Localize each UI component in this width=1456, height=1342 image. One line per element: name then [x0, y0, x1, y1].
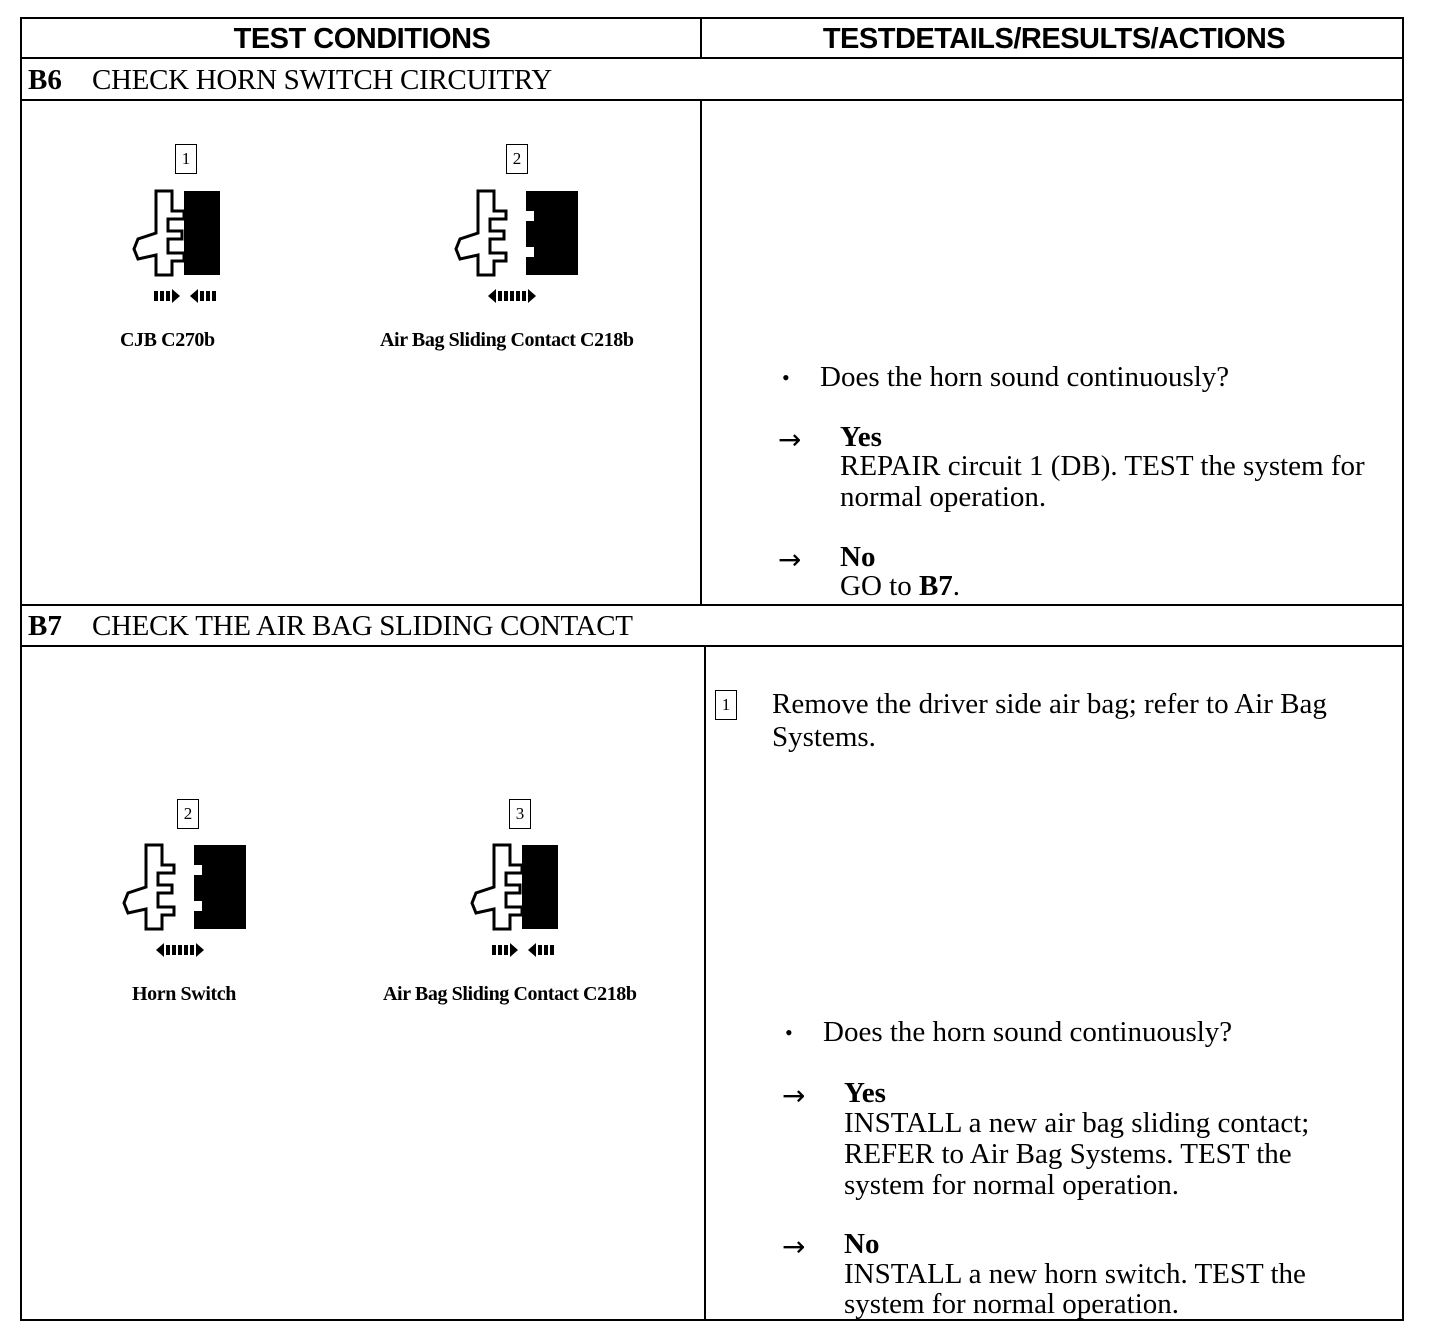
b7-connector3-caption: Air Bag Sliding Contact C218b: [383, 983, 637, 1005]
section-b6-heading: B6 CHECK HORN SWITCH CIRCUITRY: [28, 59, 552, 101]
b7-heading-rule: [22, 645, 1402, 647]
b6-column-divider: [700, 101, 702, 604]
section-b6-title: CHECK HORN SWITCH CIRCUITRY: [92, 64, 552, 96]
b7-no-arrow: →: [782, 1230, 806, 1263]
b6-no-arrow: →: [778, 543, 802, 576]
section-b6-id: B6: [28, 64, 62, 96]
header-rule: [22, 57, 1402, 59]
b6-yes-line2: normal operation.: [840, 481, 1047, 513]
b6-yes-line1: REPAIR circuit 1 (DB). TEST the system f…: [840, 450, 1365, 482]
section-b7-id: B7: [28, 610, 62, 642]
diagnostic-table: TEST CONDITIONS TESTDETAILS/RESULTS/ACTI…: [20, 17, 1404, 1321]
b7-no-line1: INSTALL a new horn switch. TEST the: [844, 1258, 1306, 1290]
b7-bullet: •: [785, 1020, 793, 1045]
b7-yes-label: Yes: [844, 1077, 886, 1109]
connector-disconnected-icon: [122, 843, 246, 957]
b6-yes-label: Yes: [840, 421, 882, 453]
section-b7-heading: B7 CHECK THE AIR BAG SLIDING CONTACT: [28, 605, 633, 647]
b6-no-label: No: [840, 541, 876, 573]
section-b7-title: CHECK THE AIR BAG SLIDING CONTACT: [92, 610, 633, 642]
header-divider: [700, 19, 702, 59]
header-test-conditions: TEST CONDITIONS: [233, 23, 491, 55]
b7-top-rule: [22, 604, 1402, 606]
b7-step2-marker: 2: [177, 799, 199, 829]
b7-step1-line2: Systems.: [772, 721, 876, 753]
b6-connector2-caption: Air Bag Sliding Contact C218b: [380, 329, 634, 351]
b6-no-goto-link: B7: [918, 570, 953, 602]
b6-yes-arrow: →: [778, 423, 802, 456]
b6-question: Does the horn sound continuously?: [820, 361, 1230, 393]
b6-bullet: •: [782, 365, 790, 390]
connector-connected-icon: [470, 843, 558, 957]
b7-no-line2: system for normal operation.: [844, 1288, 1180, 1320]
b7-yes-line3: system for normal operation.: [844, 1169, 1180, 1201]
b7-question: Does the horn sound continuously?: [823, 1016, 1233, 1048]
b7-yes-arrow: →: [782, 1079, 806, 1112]
b7-connector2-caption: Horn Switch: [132, 983, 236, 1005]
b7-yes-line2: REFER to Air Bag Systems. TEST the: [844, 1138, 1292, 1170]
b6-heading-rule: [22, 99, 1402, 101]
b7-step3-marker: 3: [509, 799, 531, 829]
b7-no-label: No: [844, 1228, 880, 1260]
connector-disconnected-icon: [454, 189, 578, 303]
header-test-details: TESTDETAILS/RESULTS/ACTIONS: [822, 23, 1286, 55]
b6-step1-marker: 1: [175, 144, 197, 174]
b7-step1-line1: Remove the driver side air bag; refer to…: [772, 688, 1327, 720]
b6-connector1-caption: CJB C270b: [120, 329, 215, 351]
connector-connected-icon: [132, 189, 220, 303]
b7-column-divider: [704, 647, 706, 1321]
b7-yes-line1: INSTALL a new air bag sliding contact;: [844, 1107, 1310, 1139]
b7-step1-marker: 1: [715, 690, 737, 720]
b6-step2-marker: 2: [506, 144, 528, 174]
b6-no-action: GO to B7.: [840, 570, 961, 602]
